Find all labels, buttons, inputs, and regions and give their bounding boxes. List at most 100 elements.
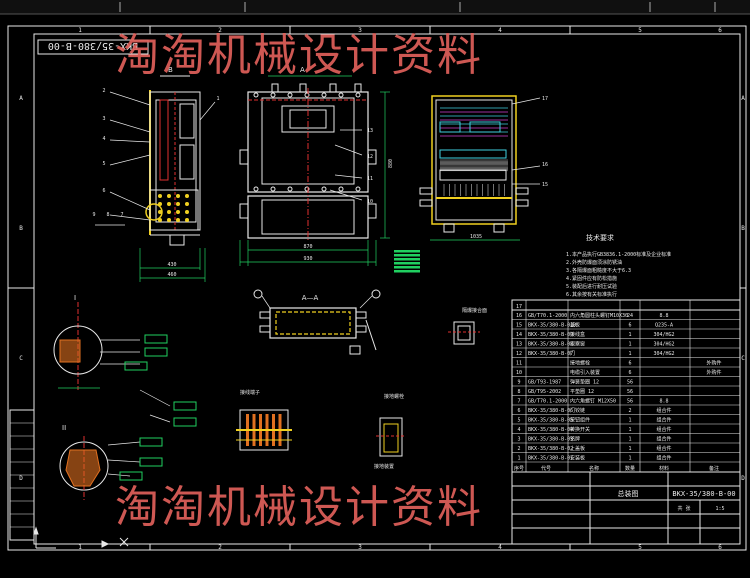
bom-cell-name: 接地螺栓 (570, 360, 590, 367)
bom-cell-no: 14 (516, 332, 522, 338)
bom-cell-name: 按钮组件 (570, 417, 590, 424)
frame-number-bottom: 5 (638, 544, 642, 551)
bolt (338, 186, 344, 192)
button-knob (185, 202, 189, 206)
frame-number-bottom: 3 (358, 544, 362, 551)
bom-cell-no: 2 (517, 446, 520, 452)
dim-side-1: 1035 (470, 234, 482, 240)
bom-cell-mat: 组合件 (656, 426, 671, 433)
ucs-icon (33, 526, 129, 549)
balloon-open-16: 16 (542, 162, 548, 168)
title-block-name: 总装图 (618, 489, 639, 498)
bom-cell-no: 3 (517, 437, 520, 443)
bom-cell-name: 转换开关 (570, 426, 590, 433)
bom-cell-code: GB/T93-1987 (528, 380, 561, 386)
bom-header: 数量 (625, 465, 635, 472)
bom-cell-code: BKX-35/380-B-09 (528, 332, 573, 338)
drawing-number-tag: BKX-35/380-B-00 (37, 39, 149, 55)
bom-cell-name: 门 (570, 350, 575, 357)
bom-cell-no: 6 (517, 408, 520, 414)
tech-line: 1.本产品执行GB3836.1-2000标准及企业标准 (566, 251, 671, 258)
section-label: A—A (302, 294, 319, 302)
bom-cell-name: 门铰链 (570, 407, 585, 414)
bom-cell-name: 安装板 (570, 455, 585, 462)
bom-cell-mat: Q235-A (655, 323, 673, 329)
bolt (253, 92, 259, 98)
bom-header: 代号 (541, 465, 551, 472)
bom-cell-name: 盖板 (570, 322, 580, 329)
bom-cell-code: BKX-35/380-B-04 (528, 427, 573, 433)
bolt (321, 92, 327, 98)
detail-d2: II (62, 424, 66, 432)
bom-cell-code: BKX-35/380-B-010 (528, 323, 576, 329)
detail-gland: 隔爆接合面 (448, 307, 487, 345)
cable-bar (394, 270, 420, 273)
frame-letter-right: D (741, 475, 745, 482)
bom-cell-no: 15 (516, 323, 522, 329)
button-knob (167, 194, 171, 198)
cable-bar (394, 262, 420, 265)
balloon-panel-11: 11 (367, 176, 373, 182)
frame-number-top: 5 (638, 27, 642, 34)
bom-cell-no: 16 (516, 313, 522, 319)
tech-line: 4.紧固件应有防松措施 (566, 275, 617, 282)
frame-letter-left: A (19, 95, 23, 102)
bom-cell-no: 11 (516, 361, 522, 367)
bom-cell-name: 弹簧垫圈 12 (570, 379, 599, 386)
bom-cell-no: 8 (517, 389, 520, 395)
dim-width-1: 430 (167, 262, 176, 268)
bolt (287, 186, 293, 192)
detail-I: I (53, 294, 168, 390)
frame-number-top: 4 (498, 27, 502, 34)
view-label-a: A (300, 66, 305, 74)
bom-cell-qty: 6 (628, 370, 631, 376)
frame-letter-left: B (19, 225, 23, 232)
bom-cell-qty: 56 (627, 389, 633, 395)
bom-cell-no: 13 (516, 342, 522, 348)
bom-cell-mat: 8.8 (659, 399, 668, 405)
bom-cell-qty: 1 (628, 418, 631, 424)
button-knob (176, 218, 180, 222)
bom-cell-qty: 2 (628, 408, 631, 414)
detail-ground: 接地螺栓 接地装置 (374, 393, 406, 470)
button-knob (185, 210, 189, 214)
detail-leaders (139, 389, 197, 427)
button-knob (158, 210, 162, 214)
balloon-side-4: 4 (102, 136, 105, 142)
title-block-scale: 1:5 (715, 506, 724, 512)
bom-cell-qty: 1 (628, 332, 631, 338)
cable-bar (394, 250, 420, 253)
bom-cell-name: 内六角螺钉 M12X50 (570, 398, 616, 405)
button-knob (167, 218, 171, 222)
bom-cell-code: GB/T70.1-2000 (528, 313, 567, 319)
bom-cell-qty: 1 (628, 342, 631, 348)
bom-cell-qty: 1 (628, 437, 631, 443)
tech-line: 6.其余按有关标准执行 (566, 291, 617, 298)
frame-letter-right: A (741, 95, 745, 102)
frame-number-bottom: 2 (218, 544, 222, 551)
bom-cell-qty: 6 (628, 361, 631, 367)
cable-bar (394, 254, 420, 257)
bom-cell-name: 上盖板 (570, 445, 585, 452)
detail-II: II (59, 424, 163, 500)
cable-bar (394, 266, 420, 269)
dim-width-4: 930 (303, 256, 312, 262)
button-knob (185, 194, 189, 198)
bom-cell-code: BKX-35/380-B-01 (528, 456, 573, 462)
bom-cell-code: BKX-35/380-B-03 (528, 437, 573, 443)
button-knob (176, 202, 180, 206)
balloon-side-5: 5 (102, 161, 105, 167)
dim-height-1: 880 (388, 159, 394, 168)
bolt (304, 186, 310, 192)
bom-cell-mat: 组合件 (656, 436, 671, 443)
title-block-sheet: 共 张 (677, 505, 690, 512)
bom-cell-qty: 1 (628, 456, 631, 462)
frame-letter-left: C (19, 355, 23, 362)
frame-letter-left: D (19, 475, 23, 482)
bom-cell-name: 接线盒 (570, 331, 585, 338)
detail-d1: I (74, 294, 76, 302)
bom-cell-name: 观察窗 (570, 341, 585, 348)
bom-cell-mat: 组合件 (656, 455, 671, 462)
